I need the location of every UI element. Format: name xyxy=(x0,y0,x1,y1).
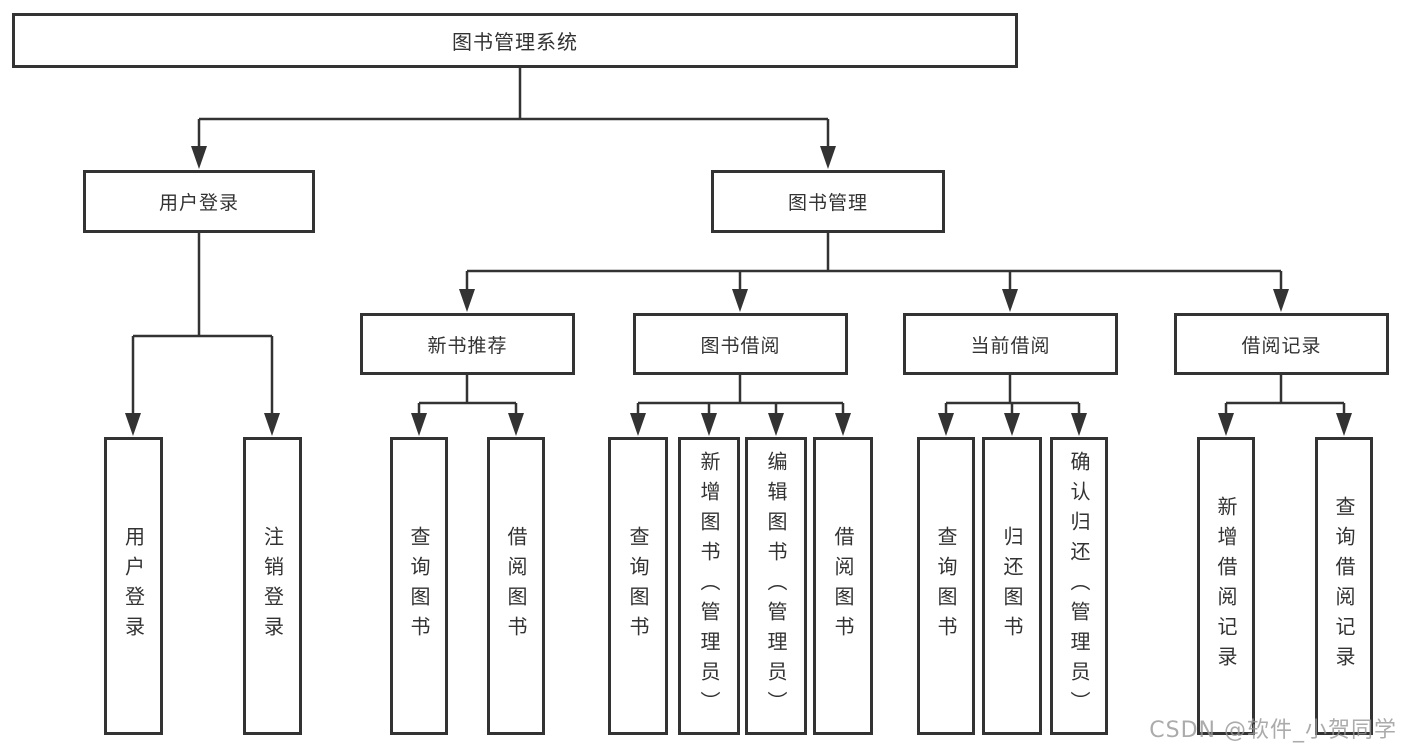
leaf-borrow-borrow-books: 借阅图书 xyxy=(813,437,873,735)
csdn-watermark: CSDN @软件_小贺同学 xyxy=(1149,718,1397,743)
leaf-logout: 注销登录 xyxy=(243,437,302,735)
leaf-edit-books-admin: 编辑图书（管理员） xyxy=(745,437,807,735)
leaf-newbook-borrow-books: 借阅图书 xyxy=(487,437,545,735)
node-user-login: 用户登录 xyxy=(83,170,315,233)
leaf-return-books: 归还图书 xyxy=(982,437,1042,735)
node-book-management: 图书管理 xyxy=(711,170,945,233)
node-book-management-system: 图书管理系统 xyxy=(12,13,1018,68)
leaf-user-login: 用户登录 xyxy=(104,437,163,735)
leaf-query-borrow-record: 查询借阅记录 xyxy=(1315,437,1373,735)
node-book-borrowing: 图书借阅 xyxy=(633,313,848,375)
leaf-add-borrow-record: 新增借阅记录 xyxy=(1197,437,1255,735)
leaf-current-query-books: 查询图书 xyxy=(917,437,975,735)
node-borrow-records: 借阅记录 xyxy=(1174,313,1389,375)
leaf-confirm-return-admin: 确认归还（管理员） xyxy=(1050,437,1108,735)
leaf-borrow-query-books: 查询图书 xyxy=(608,437,668,735)
node-new-book-recommend: 新书推荐 xyxy=(360,313,575,375)
leaf-newbook-query-books: 查询图书 xyxy=(390,437,448,735)
node-current-borrowing: 当前借阅 xyxy=(903,313,1118,375)
leaf-add-books-admin: 新增图书（管理员） xyxy=(678,437,740,735)
